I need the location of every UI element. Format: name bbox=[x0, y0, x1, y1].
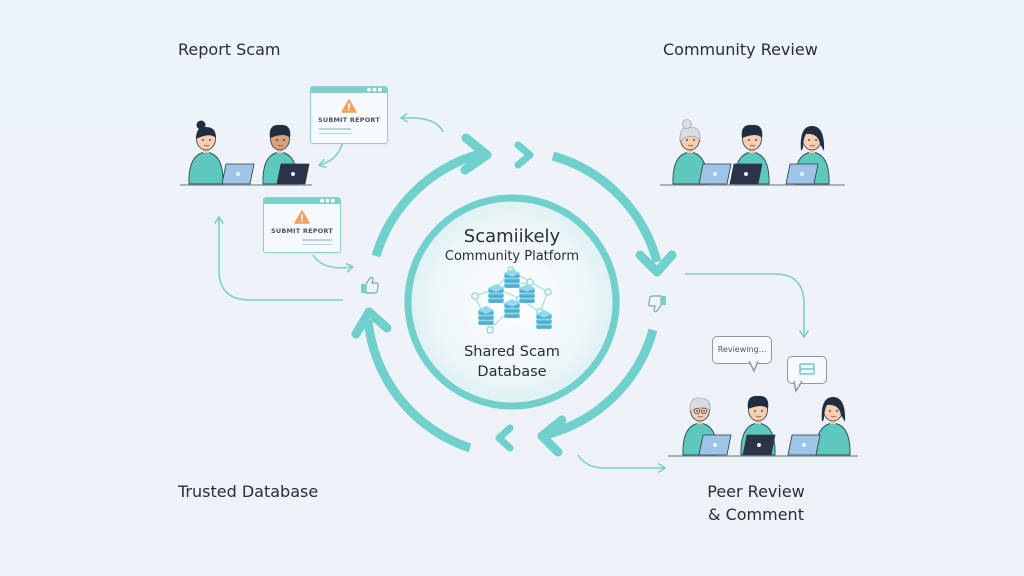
person-reviewer-elder bbox=[672, 119, 708, 185]
cycle-arrowhead-bottom-left bbox=[351, 307, 392, 339]
connector-card-to-people bbox=[317, 141, 344, 169]
stage-label-peer-review: Peer Review & Comment bbox=[696, 480, 816, 526]
laptop-dark-icon bbox=[276, 163, 310, 185]
database-network-icon bbox=[471, 266, 553, 334]
connector-card2-to-thumb bbox=[312, 254, 355, 273]
window-dots-icon: ●●● bbox=[319, 198, 336, 204]
connector-review-to-peer bbox=[685, 273, 809, 339]
hub-ring bbox=[404, 194, 620, 410]
network-node bbox=[526, 278, 534, 286]
connectors bbox=[214, 112, 809, 473]
speech-bubble-reviewing: Reviewing... bbox=[712, 336, 772, 364]
database-stack-icon bbox=[503, 269, 521, 289]
comment-icon bbox=[799, 363, 815, 375]
connector-trusted-loop bbox=[214, 215, 343, 301]
platform-subtitle: Community Platform bbox=[444, 249, 580, 264]
cycle-arrows bbox=[351, 133, 677, 457]
warning-icon bbox=[294, 210, 310, 224]
laptop-icon bbox=[221, 163, 255, 185]
laptop-icon bbox=[698, 163, 732, 185]
network-node bbox=[486, 326, 494, 334]
laptop-icon bbox=[785, 163, 819, 185]
peer-review-line2: & Comment bbox=[708, 505, 804, 524]
connector-peer-to-label bbox=[577, 454, 667, 473]
platform-name: Scamiikely bbox=[463, 226, 561, 247]
database-stack-icon bbox=[487, 284, 505, 304]
network-node bbox=[544, 288, 552, 296]
connector-to-report-card bbox=[399, 112, 444, 133]
laptop-dark-icon bbox=[742, 434, 776, 456]
database-label-line2: Database bbox=[477, 364, 547, 380]
cycle-arc-bottom-right bbox=[543, 328, 658, 440]
cycle-chevron-top bbox=[514, 141, 534, 169]
cycle-arrowhead-top-left bbox=[460, 133, 492, 175]
window-dots-icon: ●●● bbox=[366, 87, 383, 93]
people-report-scam bbox=[180, 120, 312, 186]
bubble-tail bbox=[793, 381, 803, 393]
network-node bbox=[471, 292, 479, 300]
thumbs-down-icon bbox=[648, 295, 666, 313]
card-text-lines bbox=[302, 239, 332, 245]
card-text-lines bbox=[319, 128, 351, 134]
cycle-arrowhead-top-right bbox=[635, 250, 677, 277]
database-stack-icon bbox=[477, 306, 495, 326]
submit-report-card-2[interactable]: ●●● SUBMIT REPORT bbox=[263, 197, 341, 253]
laptop-icon bbox=[787, 434, 821, 456]
cycle-arc-top-right bbox=[551, 151, 662, 264]
stage-label-trusted-database: Trusted Database bbox=[178, 482, 319, 501]
submit-report-label: SUBMIT REPORT bbox=[271, 227, 333, 235]
peer-review-line1: Peer Review bbox=[707, 482, 805, 501]
speech-bubble-comment bbox=[787, 356, 827, 384]
cycle-arc-bottom-left bbox=[363, 319, 472, 453]
bubble-text: Reviewing... bbox=[717, 345, 767, 354]
cycle-chevron-bottom bbox=[495, 424, 514, 452]
thumbs-up-icon bbox=[361, 276, 379, 294]
database-stack-icon bbox=[518, 284, 536, 304]
submit-report-label: SUBMIT REPORT bbox=[318, 116, 380, 124]
database-label-line1: Shared Scam bbox=[464, 344, 560, 360]
cycle-arrowhead-bottom-right bbox=[537, 415, 567, 457]
cycle-arc-top-left bbox=[371, 149, 482, 258]
warning-icon bbox=[341, 99, 357, 113]
person-reporter-woman bbox=[188, 120, 224, 185]
database-stack-icon bbox=[503, 299, 521, 319]
people-community-review bbox=[660, 119, 845, 186]
stage-label-report-scam: Report Scam bbox=[178, 40, 281, 59]
stage-label-community-review: Community Review bbox=[663, 40, 818, 59]
bubble-tail bbox=[748, 361, 759, 373]
database-stack-icon bbox=[535, 310, 553, 330]
people-peer-review bbox=[668, 395, 858, 457]
card-titlebar: ●●● bbox=[311, 87, 387, 93]
card-titlebar: ●●● bbox=[264, 198, 340, 204]
person-peer-woman bbox=[815, 397, 851, 456]
submit-report-card-1[interactable]: ●●● SUBMIT REPORT bbox=[310, 86, 388, 144]
laptop-dark-icon bbox=[729, 163, 763, 185]
laptop-icon bbox=[698, 434, 732, 456]
